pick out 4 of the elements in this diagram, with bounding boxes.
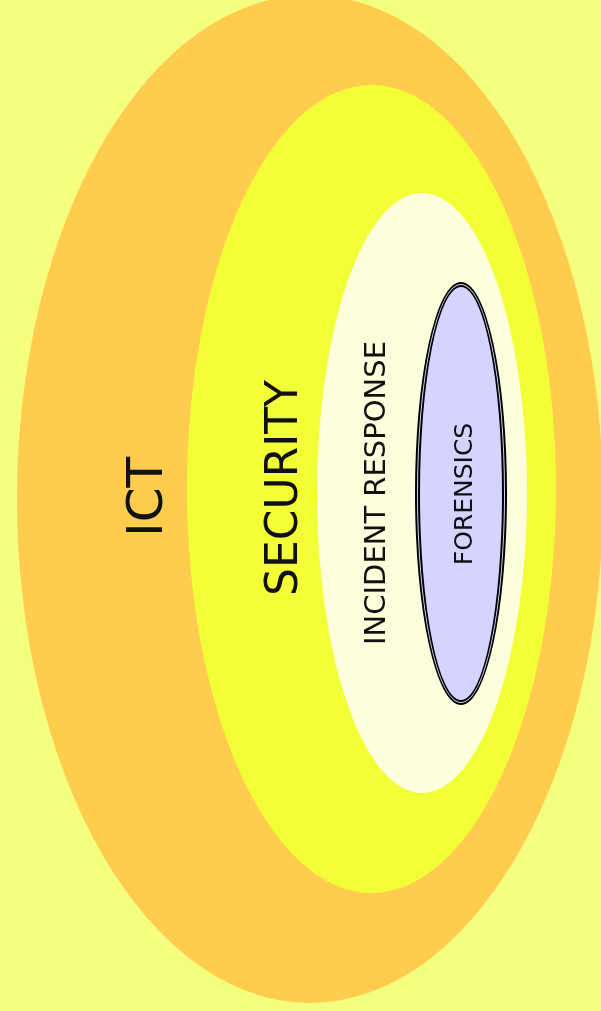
ring-label: FORENSICS — [450, 422, 476, 566]
ring-label: INCIDENT RESPONSE — [360, 341, 390, 645]
ring-label: ICT — [120, 456, 170, 538]
ring-label: SECURITY — [260, 380, 304, 596]
